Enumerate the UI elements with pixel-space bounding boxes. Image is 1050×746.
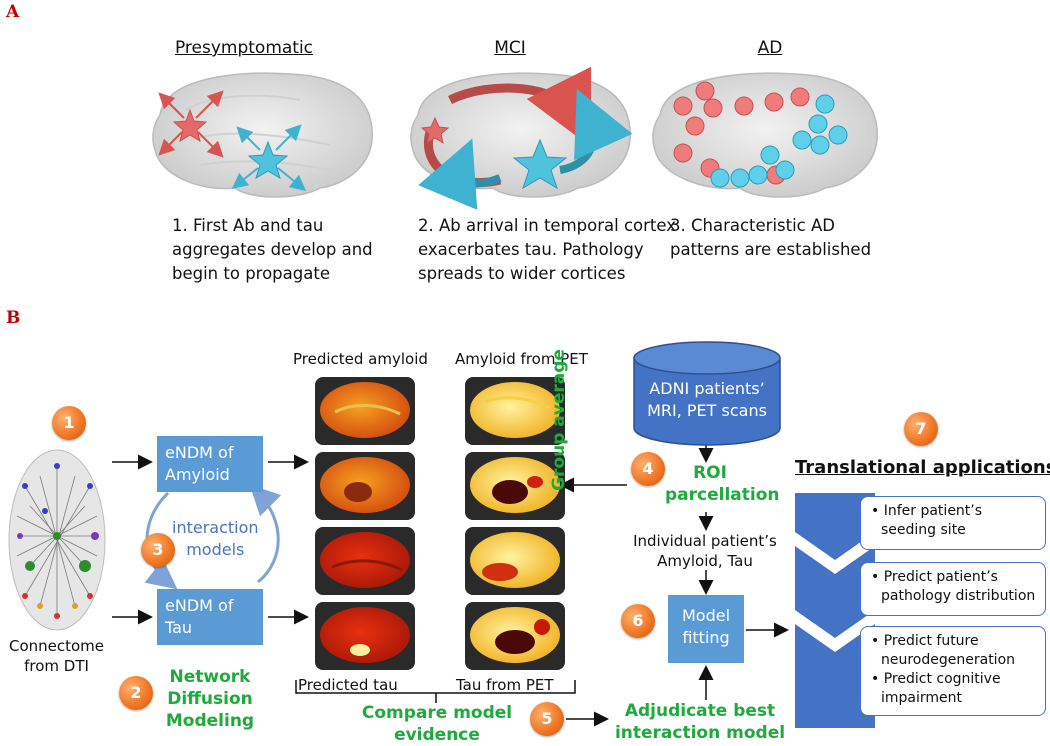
stage-title-ad: AD (757, 38, 783, 58)
database-label: ADNI patients’ MRI, PET scans (647, 379, 767, 420)
roi-parcellation-label: ROI parcellation (665, 463, 780, 505)
chevron-1 (795, 493, 875, 560)
tau-pet-label: Tau from PET (456, 676, 554, 694)
step-number-5: 5 (530, 702, 564, 736)
brain-predicted-tau-1 (315, 527, 415, 595)
connectome-label: Connectome from DTI (8, 637, 105, 675)
panel-a-letter: A (6, 2, 20, 22)
brain-ad (652, 72, 878, 198)
panel-a-brains (152, 66, 878, 210)
step-number-1: 1 (52, 406, 86, 440)
brain-predicted-tau-2 (315, 602, 415, 670)
brain-pet-amyloid-2 (465, 452, 565, 520)
application-box-1: • Infer patient’s seeding site (860, 496, 1046, 550)
amyloid-pet-label: Amyloid from PET (455, 350, 588, 368)
panel-b-letter: B (6, 308, 21, 328)
application-item: • Predict future neurodegeneration (871, 633, 1016, 668)
stage-title-presymptomatic: Presymptomatic (174, 38, 314, 58)
group-average-label: Group average (549, 349, 569, 491)
individual-patient-label: Individual patient’s Amyloid, Tau (633, 532, 777, 570)
network-diffusion-label: Network Diffusion Modeling (165, 667, 255, 731)
application-box-3: • Predict future neurodegeneration • Pre… (860, 626, 1046, 716)
application-item: • Predict patient’s pathology distributi… (871, 569, 1036, 604)
database-icon (633, 341, 781, 446)
chevron-2 (795, 546, 875, 638)
brain-pet-tau-2 (465, 602, 565, 670)
connectome-image (8, 449, 106, 631)
endm-tau-box: eNDM of Tau (157, 589, 263, 645)
predicted-amyloid-label: Predicted amyloid (293, 350, 428, 368)
brain-pet-amyloid-1 (465, 377, 565, 445)
step-number-7: 7 (904, 412, 938, 446)
brain-mci (410, 66, 633, 210)
brain-predicted-amyloid-2 (315, 452, 415, 520)
endm-amyloid-box: eNDM of Amyloid (157, 436, 263, 492)
predicted-tau-label: Predicted tau (298, 676, 398, 694)
brain-predicted-amyloid-1 (315, 377, 415, 445)
stage-caption-ad: 3. Characteristic AD patterns are establ… (670, 216, 872, 259)
chevron-3 (795, 624, 875, 728)
application-item: • Infer patient’s seeding site (871, 503, 983, 538)
brain-presymptomatic (152, 72, 373, 198)
application-box-2: • Predict patient’s pathology distributi… (860, 562, 1046, 616)
brain-heatmaps (315, 377, 565, 670)
model-fitting-box: Model fitting (668, 595, 744, 663)
step-number-6: 6 (621, 604, 655, 638)
stage-caption-presymptomatic: 1. First Ab and tau aggregates develop a… (172, 216, 373, 283)
adjudicate-label: Adjudicate best interaction model (614, 701, 786, 743)
step-number-3: 3 (141, 533, 175, 567)
compare-model-label: Compare model evidence (361, 703, 513, 745)
interaction-models-label: interaction models (172, 518, 259, 559)
brain-pet-tau-1 (465, 527, 565, 595)
step-number-2: 2 (119, 676, 153, 710)
step-number-4: 4 (631, 452, 665, 486)
translational-title: Translational applications: (795, 457, 1050, 478)
application-item: • Predict cognitive impairment (871, 671, 1001, 706)
stage-title-mci: MCI (494, 38, 526, 58)
stage-caption-mci: 2. Ab arrival in temporal cortex exacerb… (418, 216, 676, 283)
